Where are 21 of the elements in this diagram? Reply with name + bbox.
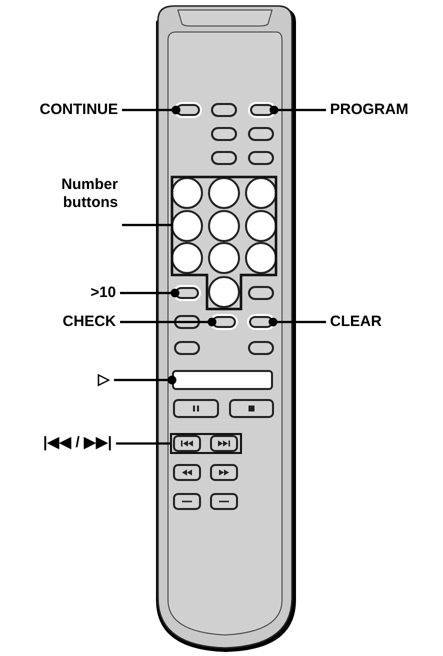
leader-line xyxy=(120,288,180,298)
callout-label: |◀◀ / ▶▶| xyxy=(6,432,112,454)
button-group-outline xyxy=(170,433,242,454)
remote-button xyxy=(249,316,273,328)
leader-line xyxy=(268,318,326,326)
leader-line xyxy=(270,106,326,114)
callout-label: CHECK xyxy=(40,312,116,332)
callout-label: CLEAR xyxy=(330,312,410,332)
callout-label: ▷ xyxy=(74,369,110,391)
play-button xyxy=(172,370,273,390)
callout-label: CONTINUE xyxy=(16,100,118,120)
callout-label: PROGRAM xyxy=(330,100,438,120)
callout-label: Number buttons xyxy=(20,174,118,214)
leader-line xyxy=(120,318,216,326)
leader-line xyxy=(122,224,172,226)
leader-line xyxy=(116,442,170,445)
button-group-outline xyxy=(172,177,276,309)
leader-line xyxy=(114,376,176,384)
leader-line xyxy=(122,106,180,114)
remote-button xyxy=(250,104,274,116)
callout-label: >10 xyxy=(60,283,116,303)
